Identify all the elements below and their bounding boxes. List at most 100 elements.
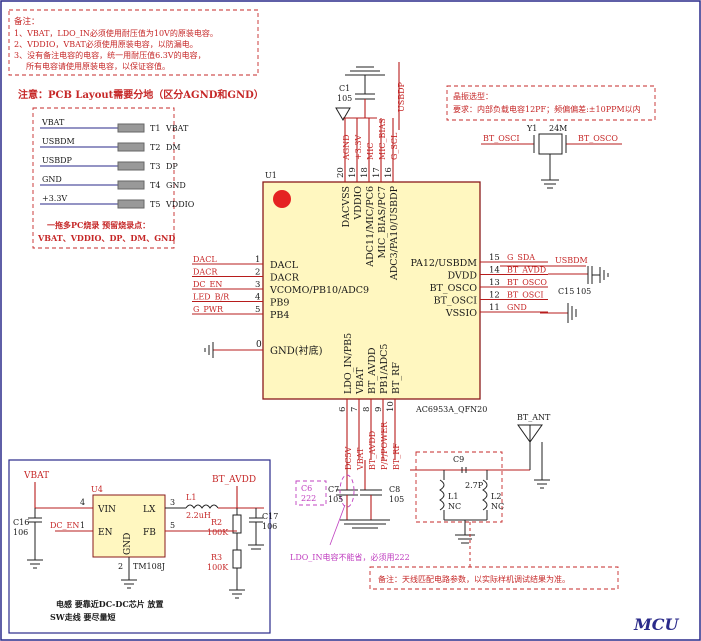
ic-bottom-net: P/P/POWER — [380, 421, 389, 470]
tp-net-label: GND — [42, 175, 62, 184]
ic-right-net: BT_OSCI — [507, 291, 544, 300]
r2-value: 100K — [207, 528, 229, 537]
crystal-note-text: 要求：内部负载电容12PF；频偏偏差:±10PPM以内 — [453, 104, 641, 114]
r3-value: 100K — [207, 563, 229, 572]
ic-left-num: 3 — [255, 280, 260, 290]
ic-left-net: DACR — [193, 268, 218, 277]
ic-top-net: AGND — [342, 134, 351, 161]
tp-net-label: USBDP — [42, 156, 73, 165]
usbdp-label: USBDP — [397, 81, 406, 112]
ic-left-name: PB9 — [270, 298, 289, 309]
tp-net-label: USBDM — [42, 137, 75, 146]
right-side-extras: USBDM C15 105 — [500, 256, 609, 323]
y1-value: 24M — [549, 124, 567, 133]
ic-top-num: 16 — [384, 167, 394, 178]
l1-ref: L1 — [448, 492, 458, 501]
agnd-note: 注意：PCB Layout需要分地（区分AGND和GND） — [18, 88, 264, 101]
pin1-marker — [273, 190, 291, 208]
tp-ref: T5 — [150, 200, 160, 209]
tp-pad — [117, 123, 145, 133]
tp-label: DM — [166, 143, 181, 152]
c9-value: 2.7P — [465, 481, 484, 490]
ic-top-net: MIC — [366, 143, 375, 160]
c7-value: 105 — [328, 495, 343, 504]
dcdc-pin-en: EN — [98, 528, 113, 538]
c6-ref: C6 — [301, 484, 312, 493]
bottom-caps: C6 222 C7 105 C8 105 LDO_IN电容不能省，必须用222 — [290, 460, 410, 562]
tp-pad — [117, 161, 145, 171]
ic-part: AC6953A_QFN20 — [415, 405, 487, 414]
c7-ref: C7 — [328, 485, 339, 494]
ic-top-name: VDDIO — [353, 186, 364, 221]
ic-left-num: 4 — [255, 293, 260, 303]
ic-left-net: G_PWR — [193, 305, 224, 314]
ic-left-name: DACR — [270, 273, 300, 284]
dcdc-num-fb: 5 — [170, 521, 175, 530]
tp-ref: T4 — [150, 181, 160, 190]
notes-title: 备注： — [14, 16, 40, 27]
l2-value: NC — [491, 502, 504, 511]
ldo-note: LDO_IN电容不能省，必须用222 — [290, 552, 410, 562]
ic-right-num: 15 — [489, 253, 500, 263]
dcdc-l1-ref: L1 — [186, 493, 196, 502]
c16-ref: C16 — [13, 518, 29, 527]
tp-net-label: VBAT — [41, 118, 65, 127]
c1-ref: C1 — [339, 84, 350, 93]
l1-value: NC — [448, 502, 461, 511]
ic-top-name: DACVSS — [341, 186, 352, 227]
ic-right-name: BT_OSCI — [434, 296, 478, 307]
ic-left-num: 1 — [255, 255, 260, 265]
c9-ref: C9 — [453, 455, 464, 464]
ic-bottom-name: VBAT — [355, 367, 366, 395]
ic-left-num: 5 — [255, 305, 260, 315]
ic-right-name: VSSIO — [445, 308, 477, 319]
tp-pad — [117, 142, 145, 152]
ic-left-name: VCOMO/PB10/ADC9 — [269, 285, 369, 296]
dcdc-ref: U4 — [91, 485, 103, 494]
c6-value: 222 — [301, 494, 316, 503]
tp-label: DP — [166, 162, 178, 171]
dcdc-note-2: SW走线 要尽量短 — [50, 612, 116, 622]
dcdc-num-gnd: 2 — [118, 562, 123, 571]
ic-bottom-num: 9 — [374, 407, 384, 412]
agnd-symbol — [335, 107, 351, 121]
ic-right-num: 14 — [489, 266, 500, 276]
dcdc-pin-fb: FB — [143, 528, 156, 538]
r2-ref: R2 — [211, 518, 222, 527]
dcdc-part: TM108J — [133, 562, 165, 571]
ic-top-net: MIC_BIAS — [378, 118, 387, 160]
tp-ref: T3 — [150, 162, 160, 171]
ic-ref: U1 — [265, 171, 277, 180]
tp-label: VDDIO — [165, 200, 195, 209]
ant-note: 备注：天线匹配电路参数，以实际样机调试结果为准。 — [378, 574, 570, 584]
ic-bottom-name: BT_RF — [391, 362, 402, 394]
crystal-note-title: 晶振选型： — [453, 91, 493, 101]
ic-top-num: 19 — [348, 167, 358, 178]
r3-ref: R3 — [211, 553, 222, 562]
c16-value: 106 — [13, 528, 28, 537]
usbdp-net: USBDP — [397, 62, 406, 130]
ic-left-num: 2 — [255, 268, 260, 278]
ic-right-name: PA12/USBDM — [410, 258, 477, 269]
ic-right-net: BT_AVDD — [507, 266, 546, 275]
notes-line-4: 所有电容请使用原装电容，以保证容值。 — [26, 61, 170, 71]
antenna-section: C9 2.7P L1 NC L2 NC BT_ANT 备注：天线匹配电路参数，以… — [369, 413, 619, 590]
ic-right-net: G_SDA — [507, 253, 535, 262]
ic-top-num: 17 — [372, 167, 382, 178]
c8-value: 105 — [389, 495, 404, 504]
tp-ref: T1 — [150, 124, 160, 133]
dcdc-vin-net: VBAT — [23, 471, 49, 481]
y1-right-net: BT_OSCO — [578, 134, 618, 143]
ic-top-name: ADC11/MIC/PC6 — [365, 186, 376, 268]
ic-bottom-name: LDO_IN/PB5 — [343, 333, 354, 394]
notes-line-2: 2、VDDIO，VBAT必须使用原装电容，以防漏电。 — [14, 39, 198, 49]
ic-top-num: 20 — [336, 167, 346, 178]
dcdc-block: VBAT C16 106 DC_EN U4 VIN EN LX FB GND 4… — [8, 459, 278, 634]
c1-value: 105 — [337, 94, 352, 103]
c8-ref: C8 — [389, 485, 400, 494]
notes-block: 备注： 1、VBAT，LDO_IN必须使用耐压值为10V的原装电容。 2、VDD… — [8, 9, 259, 76]
ic-right-name: BT_OSCO — [430, 283, 478, 294]
